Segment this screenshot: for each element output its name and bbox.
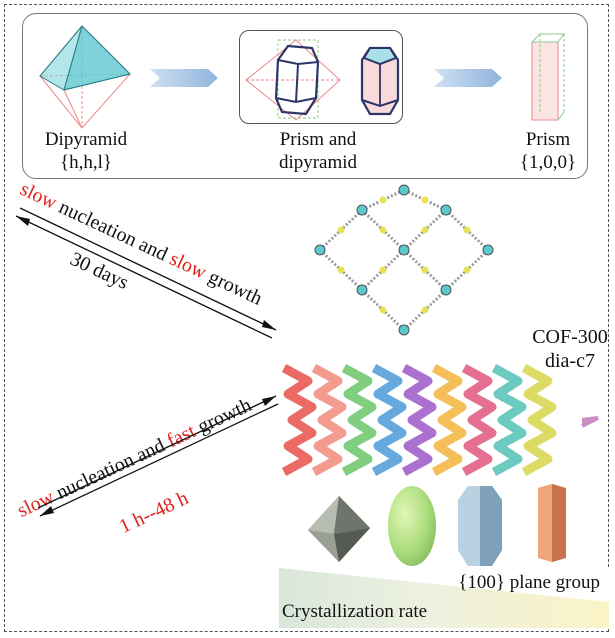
framework-node xyxy=(440,204,452,216)
linker-ring xyxy=(337,226,345,234)
cof-300-name: COF-300 xyxy=(532,326,608,348)
elongated-prism-crystal-icon xyxy=(360,46,400,116)
ellipsoid-crystal-icon xyxy=(388,486,436,566)
interpenetrated-net-strand xyxy=(491,364,527,476)
linker-ring xyxy=(421,226,429,234)
framework-node xyxy=(482,244,494,256)
interpenetrated-net-strand xyxy=(521,364,557,476)
interpenetrated-net-strand xyxy=(461,364,497,476)
cof-300-framework-net-image xyxy=(314,184,494,336)
capped-prism-crystal-icon xyxy=(458,486,502,566)
rate-wedge xyxy=(279,568,609,602)
prism-dipyramid-crystal-icon xyxy=(245,39,341,121)
linker-ring xyxy=(379,196,387,204)
linker-ring xyxy=(379,306,387,314)
net-tip xyxy=(581,416,599,428)
outer-dashed-frame xyxy=(4,4,609,632)
prism-dipyramid-label-2: dipyramid xyxy=(278,152,358,173)
linker-ring xyxy=(463,226,471,234)
linker-ring xyxy=(337,266,345,274)
prism-dipyramid-label: Prism and xyxy=(279,129,357,150)
linker-ring xyxy=(421,266,429,274)
dipyramid-label: Dipyramid xyxy=(44,129,128,150)
framework-node xyxy=(398,184,410,196)
plane-group-label: {100} plane group xyxy=(458,572,600,593)
framework-node xyxy=(440,284,452,296)
square-prism-crystal-icon xyxy=(538,484,566,562)
dipyramid-crystal-icon xyxy=(39,25,131,129)
prism-label: Prism xyxy=(525,129,571,150)
linker-ring xyxy=(379,266,387,274)
framework-node xyxy=(356,204,368,216)
octahedral-crystal-icon xyxy=(308,496,370,562)
framework-node xyxy=(398,244,410,256)
dipyramid-index: {h,h,l} xyxy=(59,152,113,173)
interpenetrated-net-strand xyxy=(311,364,347,476)
transform-arrow-1 xyxy=(150,69,218,87)
interpenetrated-net-strand xyxy=(281,364,317,476)
transform-arrow-2 xyxy=(434,69,502,87)
framework-node xyxy=(398,324,410,336)
linker-ring xyxy=(421,306,429,314)
prism-crystal-icon xyxy=(530,33,565,121)
framework-node xyxy=(356,284,368,296)
linker-ring xyxy=(463,266,471,274)
dia-c7-topology: dia-c7 xyxy=(545,350,595,372)
interpenetrated-net-strand xyxy=(431,364,467,476)
linker-ring xyxy=(421,196,429,204)
interpenetrated-dia-c7-nets-image xyxy=(281,364,599,476)
interpenetrated-net-strand xyxy=(371,364,407,476)
interpenetrated-net-strand xyxy=(341,364,377,476)
morphology-panel xyxy=(22,13,588,179)
linker-ring xyxy=(379,226,387,234)
framework-node xyxy=(314,244,326,256)
interpenetrated-net-strand xyxy=(401,364,437,476)
prism-dipyramid-box xyxy=(239,30,403,124)
prism-index: {1,0,0} xyxy=(519,152,577,173)
crystallization-rate-label: Crystallization rate xyxy=(282,601,428,622)
